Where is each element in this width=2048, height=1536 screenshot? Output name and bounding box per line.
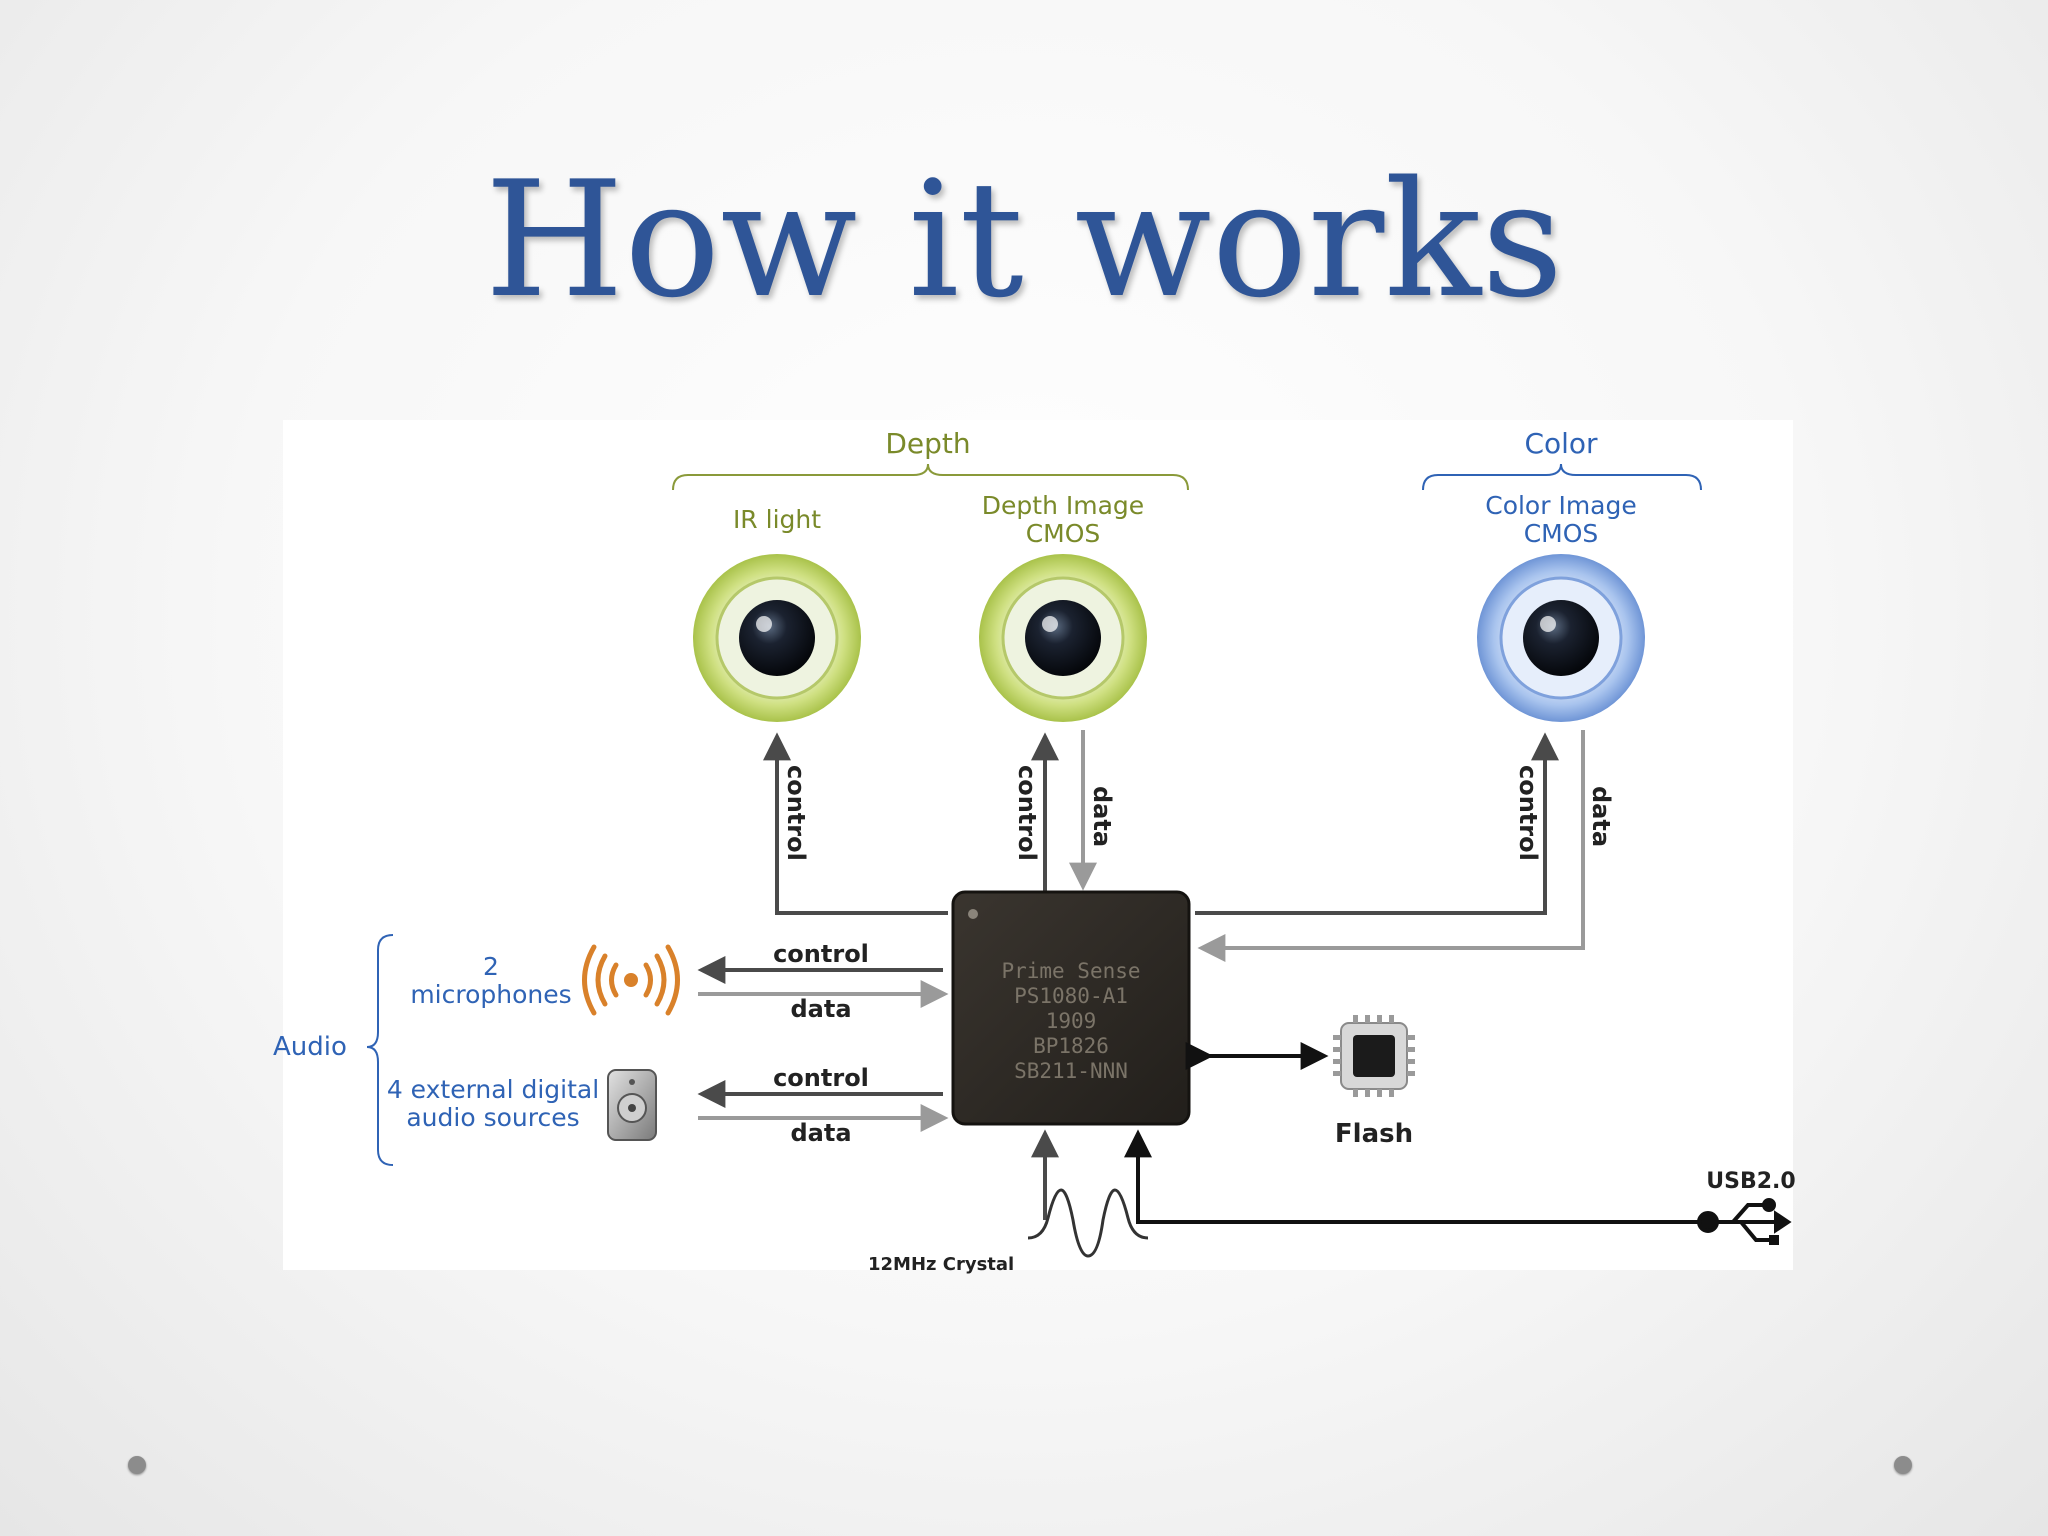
flash-label: Flash	[1335, 1119, 1413, 1149]
color-group-label: Color	[1524, 427, 1598, 460]
ir-light-label: IR light	[733, 505, 821, 534]
ir-control-arrow	[763, 732, 948, 915]
ext-audio-label-1: 4 external digital	[387, 1075, 599, 1104]
color-cmos-label-2: CMOS	[1524, 519, 1599, 548]
mic-control-label: control	[773, 940, 869, 968]
color-lens-icon	[1477, 554, 1645, 722]
chip-line-5: SB211-NNN	[1014, 1059, 1128, 1083]
crystal-label: 12MHz Crystal	[868, 1254, 1014, 1275]
color-data-label: data	[1587, 786, 1615, 847]
ext-audio-label-2: audio sources	[406, 1103, 579, 1132]
usb-icon	[1697, 1198, 1792, 1245]
depth-lens-icon	[979, 554, 1147, 722]
audio-brace	[366, 934, 394, 1166]
color-control-label: control	[1514, 765, 1542, 861]
slide-title: How it works	[484, 146, 1564, 333]
mic-label: microphones	[410, 980, 571, 1009]
color-brace	[1422, 463, 1702, 491]
depth-data-label: data	[1088, 786, 1116, 847]
depth-brace	[672, 463, 1189, 491]
chip-line-3: 1909	[1046, 1009, 1097, 1033]
chip-line-2: PS1080-A1	[1014, 984, 1128, 1008]
usb-label: USB2.0	[1706, 1169, 1795, 1194]
corner-dot-left	[128, 1456, 146, 1474]
chip-line-4: BP1826	[1033, 1034, 1109, 1058]
ext-data-label: data	[790, 1119, 851, 1147]
depth-cmos-label-1: Depth Image	[982, 491, 1144, 520]
color-data-arrow	[1197, 730, 1585, 962]
chip-line-1: Prime Sense	[1001, 959, 1140, 983]
flash-chip-icon	[1333, 1015, 1415, 1097]
block-diagram: Depth Color IR light Depth Image CMOS Co…	[273, 427, 1796, 1275]
mic-count: 2	[483, 952, 499, 981]
audio-group-label: Audio	[273, 1032, 347, 1062]
usb-link-arrow	[1124, 1129, 1708, 1224]
processor-chip: Prime Sense PS1080-A1 1909 BP1826 SB211-…	[951, 890, 1191, 1126]
color-control-arrow	[1195, 732, 1559, 915]
diagram-panel: Depth Color IR light Depth Image CMOS Co…	[273, 420, 1796, 1275]
mic-data-label: data	[790, 995, 851, 1023]
ir-lens-icon	[693, 554, 861, 722]
depth-group-label: Depth	[885, 427, 970, 460]
depth-control-label: control	[1013, 765, 1041, 861]
ext-control-label: control	[773, 1064, 869, 1092]
ir-control-label: control	[782, 765, 810, 861]
corner-dot-right	[1894, 1456, 1912, 1474]
microphone-icon	[582, 944, 680, 1016]
depth-cmos-label-2: CMOS	[1026, 519, 1101, 548]
color-cmos-label-1: Color Image	[1485, 491, 1637, 520]
crystal-wave-icon	[1027, 1188, 1149, 1258]
speaker-icon	[607, 1069, 657, 1141]
